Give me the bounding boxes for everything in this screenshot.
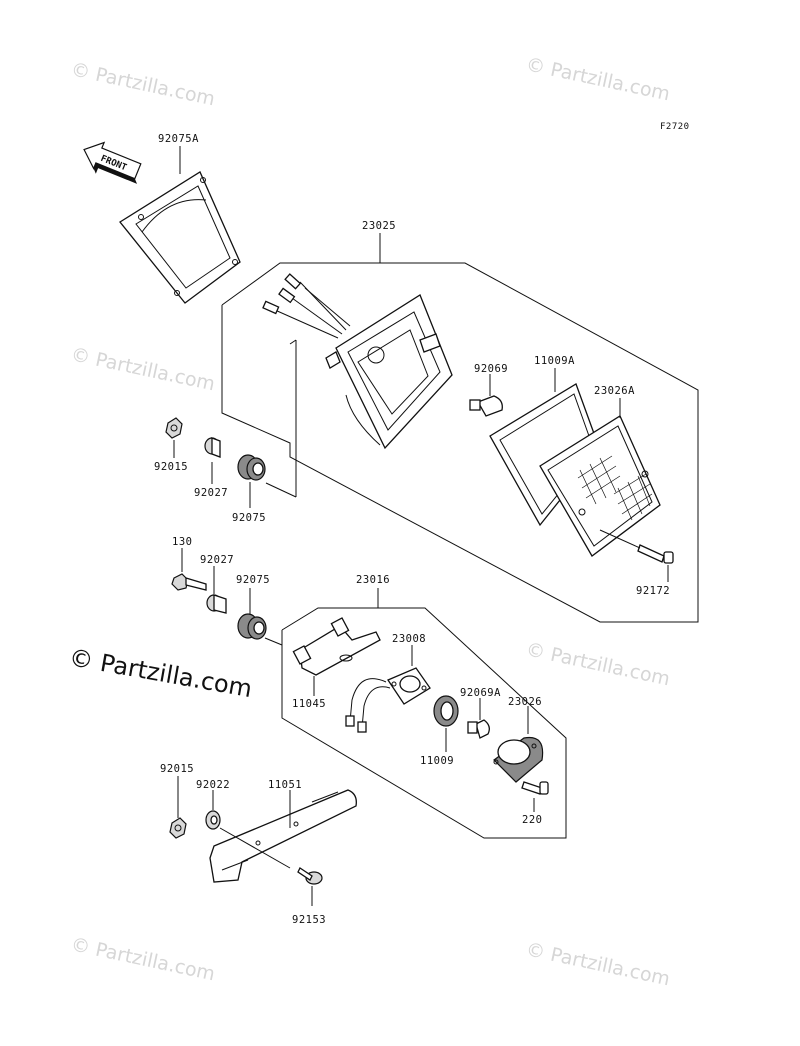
tail-lamp-housing-23025	[262, 273, 453, 450]
part-label: 130	[172, 536, 192, 548]
grommet-92075-upper	[237, 454, 266, 508]
part-labels: 92075A 23025 92069 11009A 23026A 92015 9…	[154, 133, 670, 926]
part-label: 11009	[420, 755, 454, 767]
part-label: 92069	[474, 363, 508, 375]
screw-92172	[599, 529, 674, 582]
part-label: 92069A	[460, 687, 501, 699]
group-frame-23016	[281, 607, 567, 839]
watermark: © Partzilla.com	[524, 638, 672, 690]
part-label: 23026A	[594, 385, 635, 397]
bulb-92069	[469, 374, 503, 417]
part-label: 23016	[356, 574, 390, 586]
collar-92027-lower	[206, 566, 227, 614]
part-label: 23025	[362, 220, 396, 232]
front-arrow-icon: FRONT	[83, 141, 142, 184]
group-frame-23025	[221, 262, 699, 623]
watermark-large: © Partzilla.com	[67, 643, 254, 703]
part-label: 92027	[200, 554, 234, 566]
gasket-92075A	[119, 146, 241, 304]
watermark: © Partzilla.com	[69, 343, 217, 395]
nut-92015-lower	[169, 776, 187, 839]
watermark: © Partzilla.com	[69, 933, 217, 985]
part-label: 11045	[292, 698, 326, 710]
diagram-code: F2720	[660, 122, 690, 132]
bracket-11045	[292, 617, 381, 696]
bulb-92069A	[467, 698, 490, 739]
watermark: © Partzilla.com	[69, 58, 217, 110]
part-label: 92172	[636, 585, 670, 597]
lens-23026A	[539, 398, 661, 557]
collar-92027-upper	[204, 437, 221, 484]
bracket-11051	[209, 789, 357, 883]
part-label: 11009A	[534, 355, 575, 367]
watermark: © Partzilla.com	[524, 938, 672, 990]
lens-23026	[493, 706, 544, 783]
part-label: 220	[522, 814, 542, 826]
socket-23008	[345, 645, 431, 733]
part-label: 92075	[236, 574, 270, 586]
part-label: 11051	[268, 779, 302, 791]
part-label: 92015	[160, 763, 194, 775]
part-label: 92022	[196, 779, 230, 791]
part-label: 23008	[392, 633, 426, 645]
part-label: 92027	[194, 487, 228, 499]
watermark: © Partzilla.com	[524, 53, 672, 105]
washer-92022	[205, 790, 221, 830]
part-label: 92075A	[158, 133, 199, 145]
part-label: 23026	[508, 696, 542, 708]
bolt-130	[171, 548, 207, 591]
part-label: 92015	[154, 461, 188, 473]
gasket-11009	[433, 695, 459, 752]
part-label: 92075	[232, 512, 266, 524]
screw-92153	[297, 867, 323, 906]
grommet-92075-lower	[237, 588, 267, 640]
part-label: 92153	[292, 914, 326, 926]
nut-92015-upper	[165, 417, 183, 458]
screw-220	[521, 781, 549, 812]
